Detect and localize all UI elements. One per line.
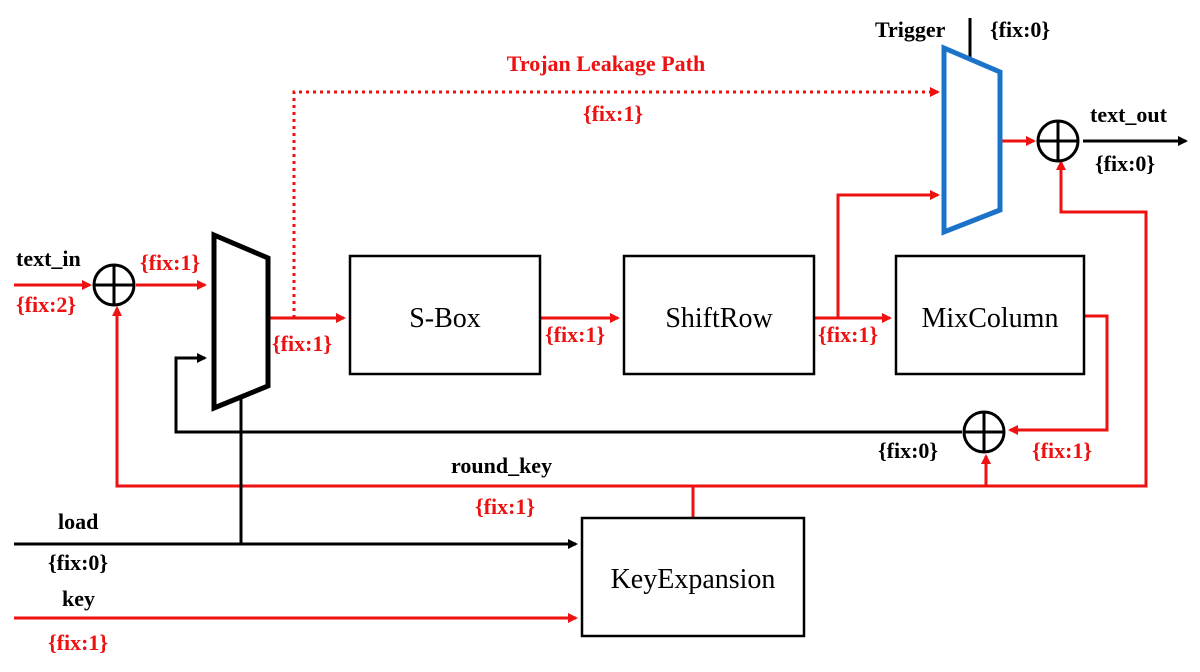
- trojan-mux: [941, 44, 1003, 236]
- feedback-wire: [174, 353, 962, 434]
- after-xor-in-fix: {fix:1}: [140, 250, 200, 275]
- text-out-label: text_out: [1090, 102, 1168, 127]
- round-key-left-wire: [112, 306, 693, 488]
- key-label: key: [62, 586, 95, 611]
- mux-out-fix: {fix:1}: [272, 331, 332, 356]
- mixcolumn-block: MixColumn: [894, 254, 1086, 376]
- round-key-out-wire: [986, 160, 1148, 488]
- input-mux: [211, 231, 271, 412]
- trigger-label: Trigger: [875, 17, 946, 42]
- keyexpansion-label: KeyExpansion: [611, 564, 776, 595]
- shiftrow-block: ShiftRow: [622, 254, 816, 376]
- mixcolumn-to-xor-wire: [1008, 314, 1109, 435]
- keyexpansion-block: KeyExpansion: [580, 516, 806, 638]
- input-xor: [92, 263, 136, 307]
- feedback-xor-fix: {fix:0}: [878, 438, 938, 463]
- trigger-fix: {fix:0}: [990, 17, 1050, 42]
- load-fix: {fix:0}: [48, 550, 108, 575]
- shiftrow-label: ShiftRow: [665, 303, 773, 334]
- shiftrow-to-trojan-mux-wire: [836, 190, 940, 318]
- round-key-fix: {fix:1}: [475, 494, 535, 519]
- key-fix: {fix:1}: [48, 630, 108, 655]
- shiftrow-out-fix: {fix:1}: [818, 322, 878, 347]
- round-key-label: round_key: [451, 453, 552, 478]
- mixcolumn-label: MixColumn: [922, 303, 1059, 334]
- trojan-leakage-wire: [292, 87, 940, 318]
- text-in-fix: {fix:2}: [16, 292, 76, 317]
- sbox-out-fix: {fix:1}: [545, 322, 605, 347]
- round-key-xor-wire: [693, 454, 991, 488]
- mixcolumn-out-fix: {fix:1}: [1032, 438, 1092, 463]
- load-label: load: [58, 509, 98, 534]
- output-xor: [1036, 119, 1080, 163]
- trojan-path-title: Trojan Leakage Path: [507, 51, 705, 76]
- text-in-label: text_in: [16, 246, 81, 271]
- trojan-path-fix: {fix:1}: [583, 101, 643, 126]
- sbox-label: S-Box: [409, 303, 481, 334]
- feedback-xor: [962, 410, 1006, 454]
- sbox-block: S-Box: [348, 254, 542, 376]
- text-out-fix: {fix:0}: [1095, 151, 1155, 176]
